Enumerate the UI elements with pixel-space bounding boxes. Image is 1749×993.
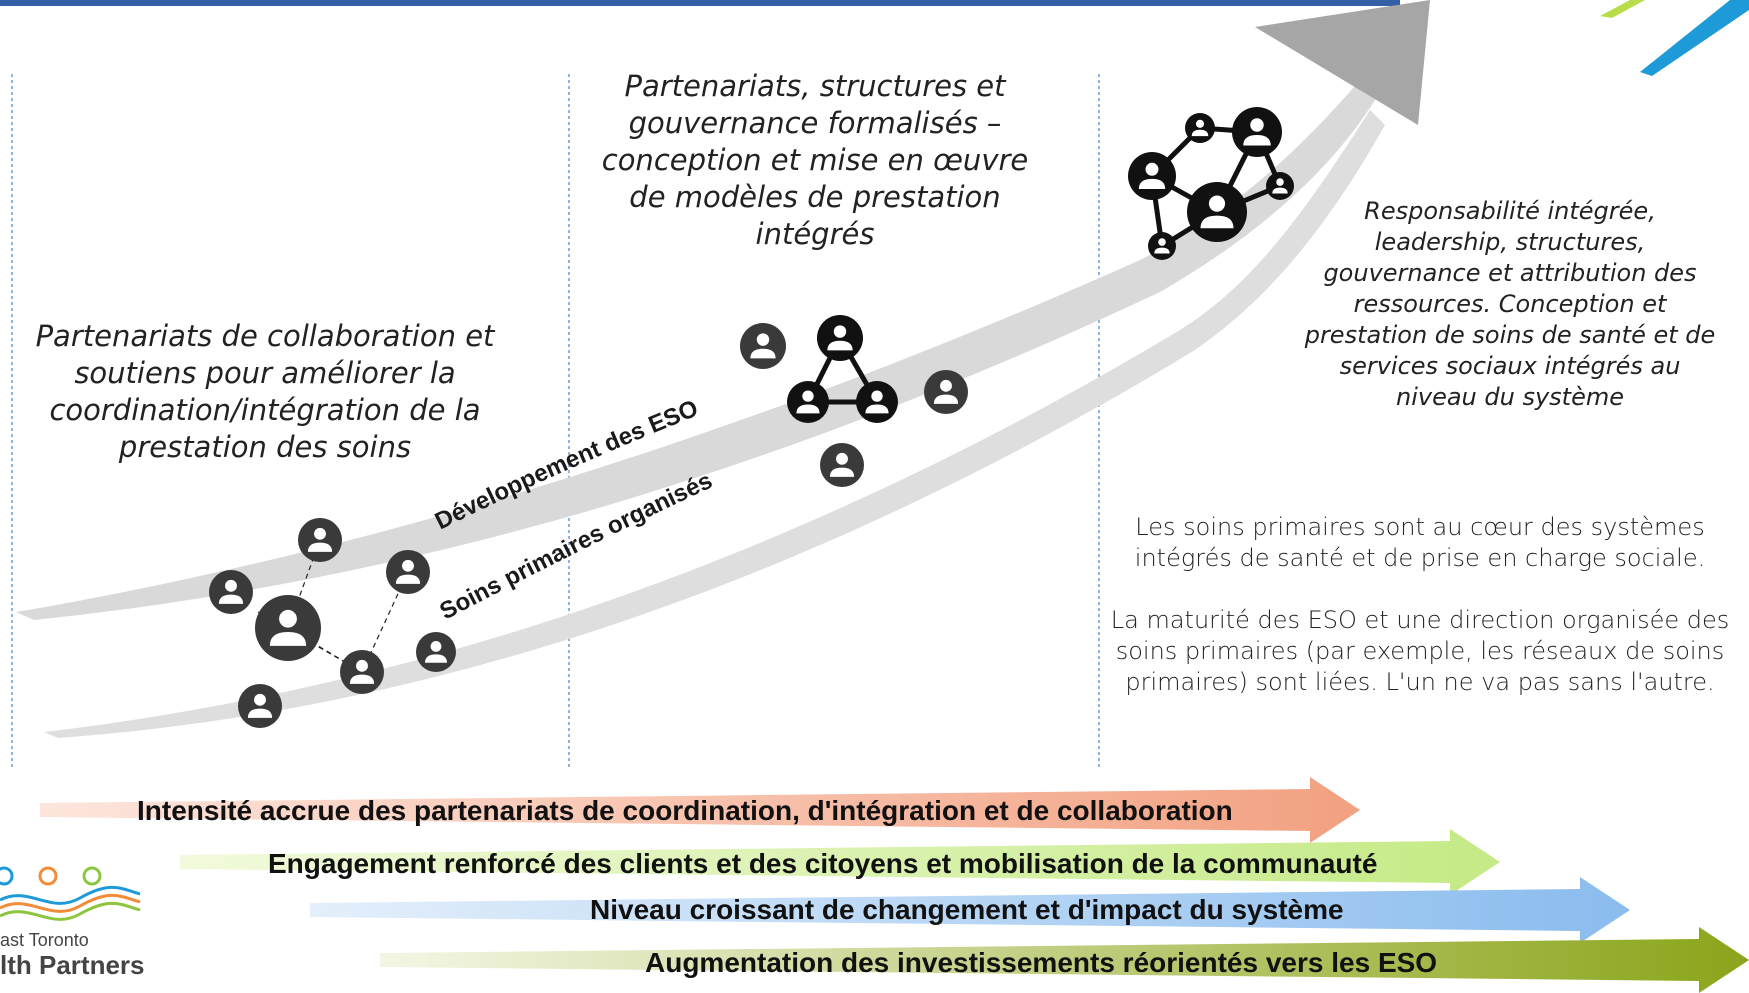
person-icon — [924, 370, 968, 414]
person-icon — [416, 632, 456, 672]
person-icon — [255, 595, 321, 661]
person-icon — [817, 315, 863, 361]
network-icon — [1185, 113, 1215, 143]
stage2-description: Partenariats, structures et gouvernance … — [601, 69, 1029, 251]
progress-arrow — [310, 877, 1630, 943]
arrow-label-engagement: Engagement renforcé des clients et des c… — [268, 848, 1378, 879]
growth-arrowhead — [1255, 0, 1430, 125]
bottom-arrows — [40, 777, 1749, 993]
network-icon — [1187, 182, 1247, 242]
progress-arrow — [40, 777, 1360, 843]
person-icon — [787, 381, 829, 423]
stage2-people — [740, 315, 968, 487]
person-icon — [856, 381, 898, 423]
person-icon — [340, 650, 384, 694]
accent-stripe-blue — [1640, 0, 1749, 76]
arrow-label-system-impact: Niveau croissant de changement et d'impa… — [590, 894, 1344, 925]
logo-mark — [0, 866, 141, 921]
stage1-description: Partenariats de collaboration et soutien… — [35, 319, 495, 464]
info-paragraph-2: La maturité des ESO et une direction org… — [1110, 606, 1730, 696]
person-icon — [740, 323, 786, 369]
title-fragment — [0, 0, 1400, 6]
network-icon — [1148, 232, 1176, 260]
info-paragraph-1: Les soins primaires sont au cœur des sys… — [1134, 513, 1706, 572]
progress-arrow — [380, 927, 1749, 993]
network-icon — [1266, 172, 1294, 200]
person-icon — [820, 443, 864, 487]
network-icon — [1128, 152, 1176, 200]
person-icon — [238, 684, 282, 728]
progress-arrow — [180, 829, 1500, 895]
accent-stripe-green — [1600, 0, 1645, 18]
logo-text-line1: ast Toronto — [0, 930, 89, 950]
network-icon — [1232, 107, 1282, 157]
person-icon — [386, 550, 430, 594]
logo-text-line2: lth Partners — [0, 950, 145, 980]
person-icon — [209, 570, 253, 614]
arrow-label-investments: Augmentation des investissements réorien… — [645, 947, 1438, 978]
stage3-description: Responsabilité intégrée, leadership, str… — [1304, 197, 1716, 411]
stage3-people — [1128, 107, 1294, 260]
stage1-people — [209, 518, 456, 728]
arrow-label-partnerships: Intensité accrue des partenariats de coo… — [137, 795, 1233, 826]
person-icon — [298, 518, 342, 562]
